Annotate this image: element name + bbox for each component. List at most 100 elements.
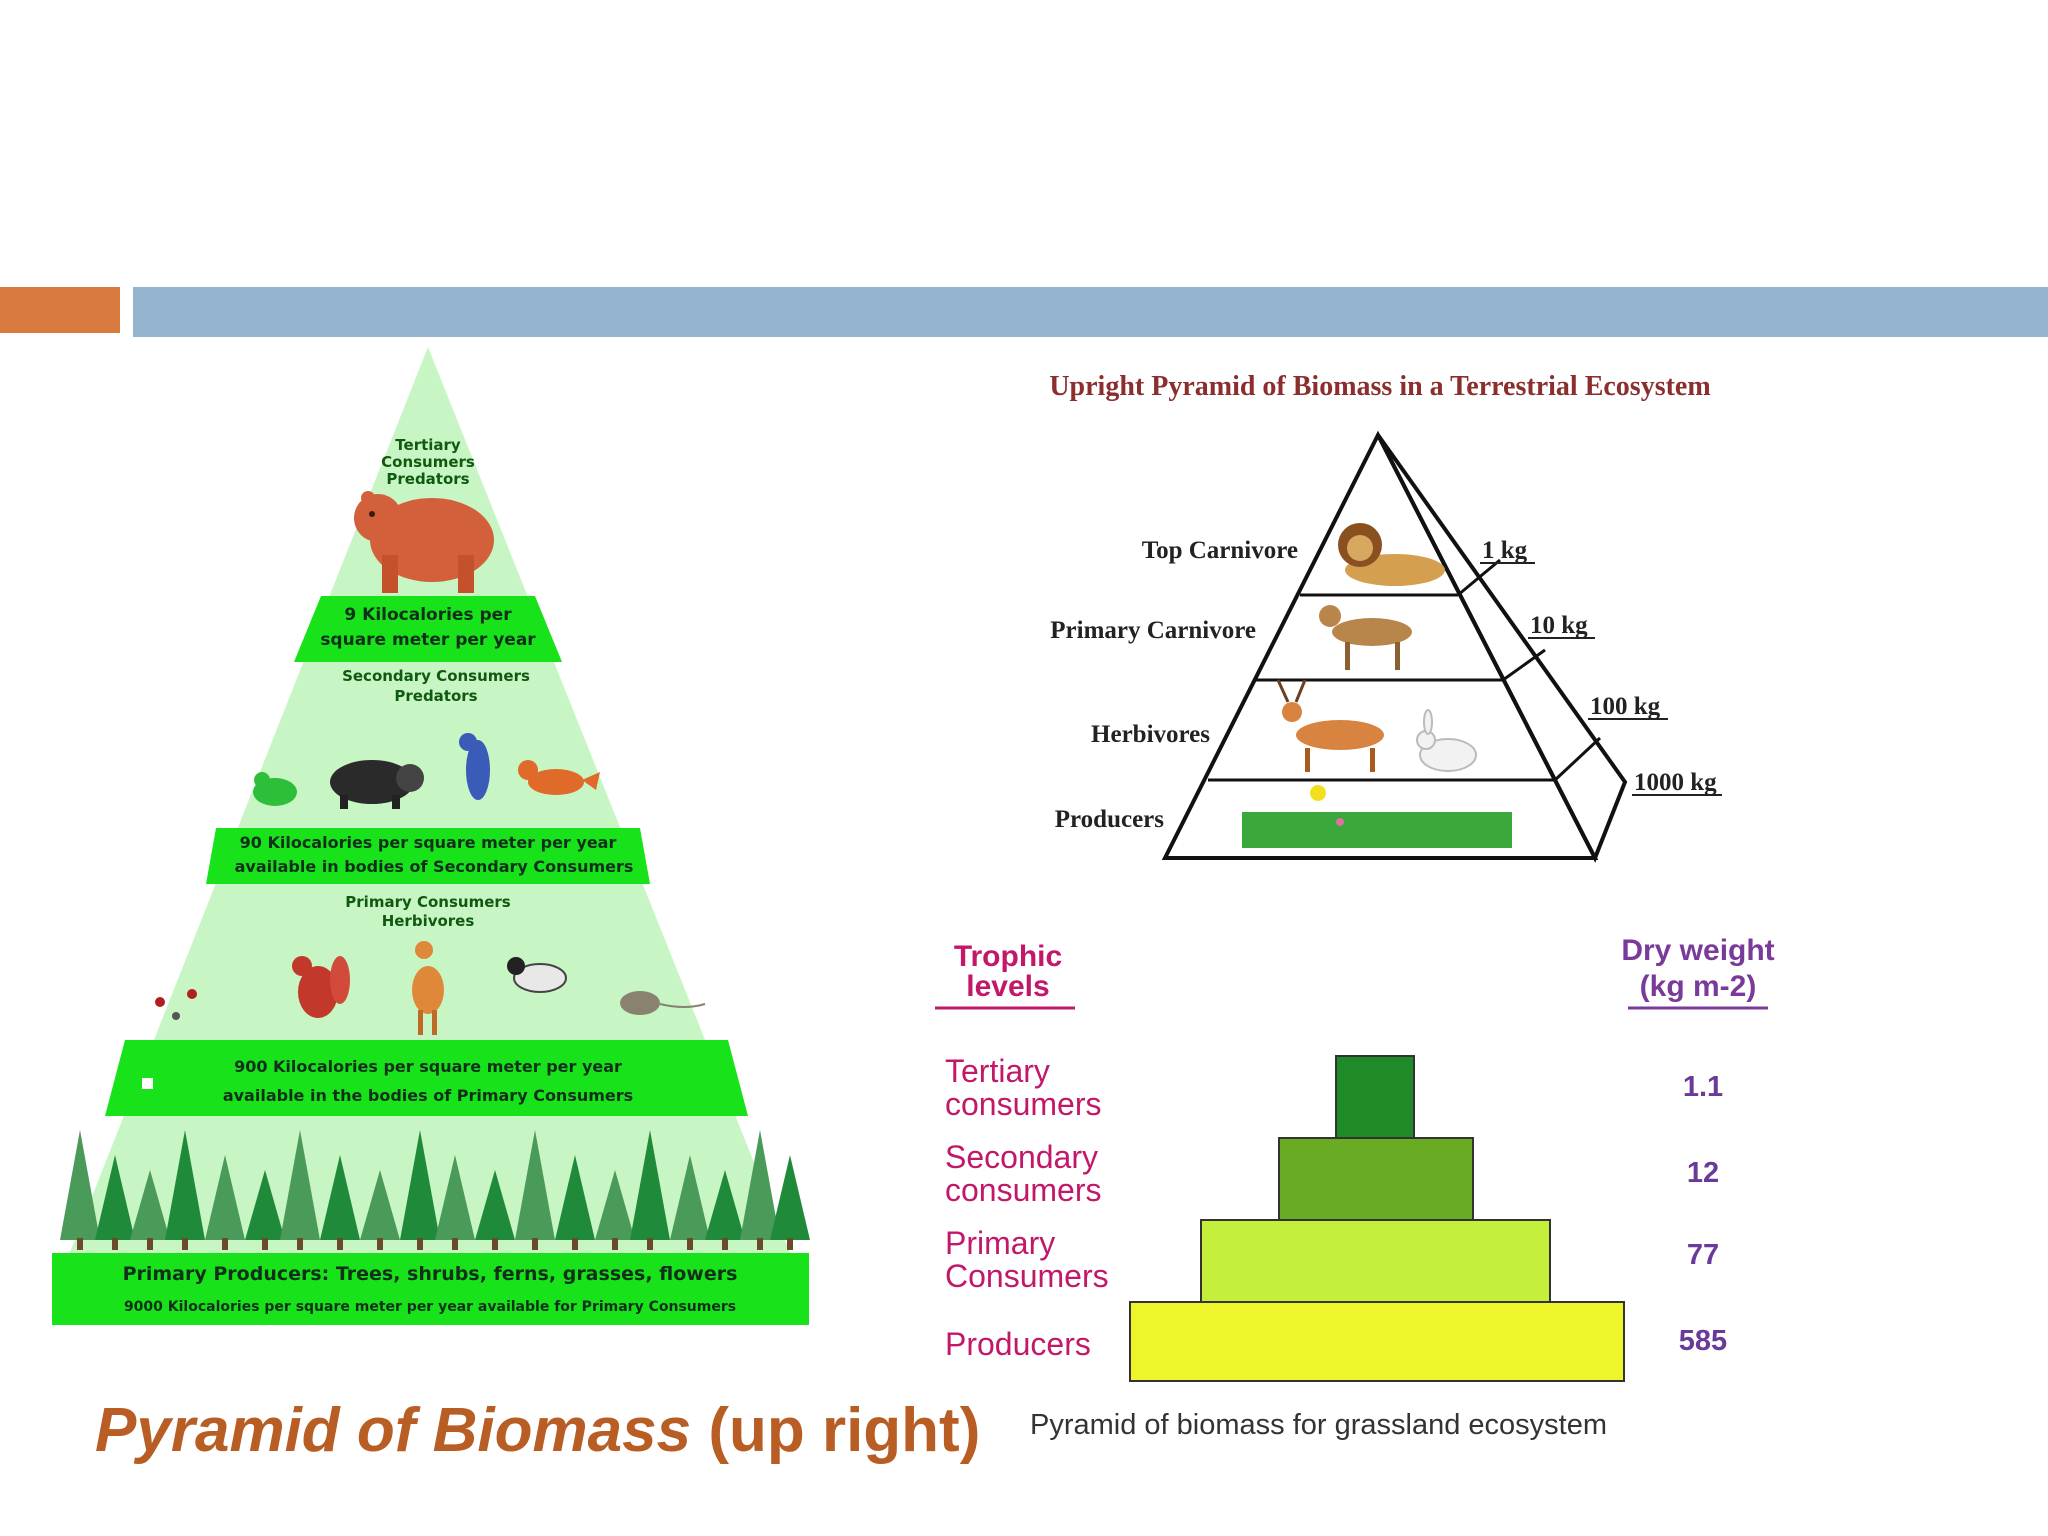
grassland-level-1-a: Tertiary: [945, 1053, 1050, 1089]
tree-trunk: [147, 1238, 153, 1250]
tree-icon: [770, 1155, 810, 1240]
grassland-block-secondary: [1278, 1137, 1474, 1221]
band3-white-marker: [142, 1078, 153, 1089]
tertiary-label-3: Predators: [386, 470, 469, 488]
tree-icon: [475, 1170, 515, 1240]
energy-band-2: [206, 828, 650, 884]
tree-trunk: [452, 1238, 458, 1250]
dryweight-header-2: (kg m-2): [1640, 970, 1757, 1003]
tree-trunk: [757, 1238, 763, 1250]
tree-icon: [165, 1130, 205, 1240]
secondary-label-1: Secondary Consumers: [342, 667, 530, 685]
producers-label: Primary Producers: Trees, shrubs, ferns,…: [123, 1263, 738, 1285]
level-mass-2: 10 kg: [1530, 612, 1588, 639]
deer-icon-terrestrial: [1276, 679, 1384, 772]
tree-icon: [60, 1130, 100, 1240]
mouse-icon: [620, 991, 706, 1015]
grassland-value-2: 12: [1687, 1157, 1719, 1189]
tertiary-label-2: Consumers: [381, 453, 475, 471]
band2-line-1: 90 Kilocalories per square meter per yea…: [240, 833, 617, 852]
tree-trunk: [572, 1238, 578, 1250]
tree-trunk: [262, 1238, 268, 1250]
primary-label-1: Primary Consumers: [345, 893, 510, 911]
side-divider-3: [1553, 736, 1602, 782]
tree-icon: [595, 1170, 635, 1240]
tree-icon: [705, 1170, 745, 1240]
tree-icon: [400, 1130, 440, 1240]
dryweight-header-1: Dry weight: [1621, 934, 1774, 967]
band1-line-2: square meter per year: [320, 630, 536, 650]
trophic-header-1: Trophic: [954, 940, 1062, 973]
tree-trunk: [787, 1238, 793, 1250]
tree-trunk: [377, 1238, 383, 1250]
bird-icon: [507, 957, 567, 993]
grassland-level-3-a: Primary: [945, 1225, 1055, 1261]
tree-icon: [245, 1170, 285, 1240]
grass-icon: [1242, 785, 1512, 848]
energy-band-3: [105, 1040, 748, 1116]
tree-trunk: [182, 1238, 188, 1250]
tree-trunk: [722, 1238, 728, 1250]
fox-icon: [518, 760, 600, 795]
producers-sub: 9000 Kilocalories per square meter per y…: [124, 1299, 736, 1315]
deer-icon: [412, 941, 444, 1035]
tree-trunk: [417, 1238, 423, 1250]
header-bar: [133, 287, 2048, 337]
tree-icon: [515, 1130, 555, 1240]
bear-icon: [354, 491, 494, 593]
level-mass-4: 1000 kg: [1634, 769, 1717, 796]
tertiary-label-1: Tertiary: [395, 436, 461, 454]
tree-icon: [205, 1155, 245, 1240]
jackal-icon: [1319, 605, 1412, 670]
grassland-level-4: Producers: [945, 1326, 1091, 1362]
level-name-top-carnivore: Top Carnivore: [1142, 537, 1298, 564]
tree-icon: [435, 1155, 475, 1240]
tree-icon: [630, 1130, 670, 1240]
tree-trunk: [532, 1238, 538, 1250]
grassland-level-1-b: consumers: [945, 1086, 1102, 1122]
tree-trunk: [687, 1238, 693, 1250]
terrestrial-side-face: [1376, 433, 1628, 863]
grassland-value-3: 77: [1687, 1239, 1719, 1271]
energy-band-producers: [52, 1253, 809, 1325]
grassland-level-2-b: consumers: [945, 1172, 1102, 1208]
grassland-block-primary: [1200, 1219, 1551, 1303]
tree-icon: [740, 1130, 780, 1240]
grassland-caption: Pyramid of biomass for grassland ecosyst…: [1030, 1409, 1607, 1441]
insects-icon: [155, 989, 197, 1020]
energy-band-1: [294, 596, 562, 662]
grassland-value-1: 1.1: [1683, 1071, 1723, 1103]
level-mass-1: 1 kg: [1482, 537, 1528, 564]
tree-icon: [320, 1155, 360, 1240]
tree-icon: [360, 1170, 400, 1240]
tree-icon: [95, 1155, 135, 1240]
lion-icon: [1338, 523, 1445, 586]
tree-trunk: [337, 1238, 343, 1250]
side-divider-1: [1457, 558, 1501, 597]
level-mass-3: 100 kg: [1590, 693, 1661, 720]
band2-line-2: available in bodies of Secondary Consume…: [235, 857, 634, 876]
level-name-producers: Producers: [1055, 806, 1165, 833]
grassland-block-tertiary: [1335, 1055, 1415, 1139]
tree-trunk: [647, 1238, 653, 1250]
tree-icon: [130, 1170, 170, 1240]
trophic-header-2: levels: [966, 970, 1049, 1003]
level-name-primary-carnivore: Primary Carnivore: [1050, 617, 1256, 644]
tree-icon: [555, 1155, 595, 1240]
slide-title-main: Pyramid of Biomass: [95, 1396, 692, 1465]
terrestrial-title: Upright Pyramid of Biomass in a Terrestr…: [1049, 371, 1710, 402]
secondary-label-2: Predators: [394, 687, 477, 705]
primary-label-2: Herbivores: [382, 912, 475, 930]
grassland-level-3-b: Consumers: [945, 1258, 1109, 1294]
tree-trunk: [77, 1238, 83, 1250]
tree-trunk: [112, 1238, 118, 1250]
raccoon-icon: [330, 760, 424, 809]
tree-icon: [280, 1130, 320, 1240]
side-divider-2: [1502, 648, 1546, 682]
slide-title-suffix: (up right): [708, 1396, 981, 1465]
slide-title: Pyramid of Biomass (up right): [95, 1395, 980, 1466]
rabbit-icon: [1416, 709, 1477, 772]
